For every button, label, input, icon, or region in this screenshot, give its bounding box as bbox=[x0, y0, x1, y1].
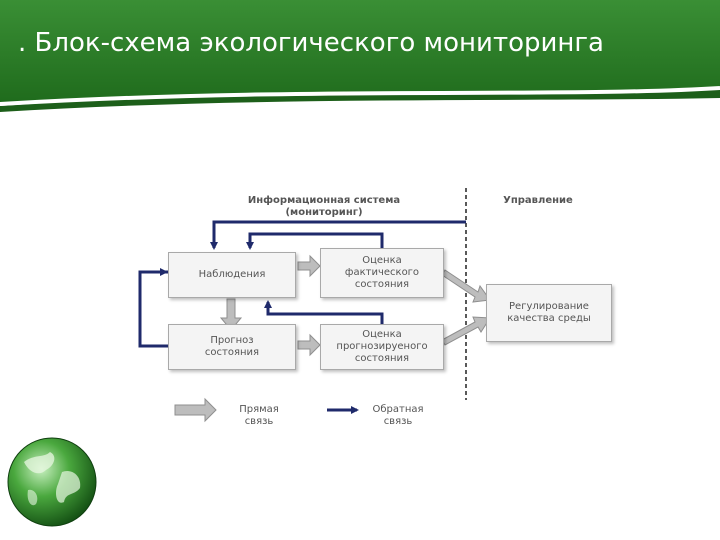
box-regulation: Регулирование качества среды bbox=[486, 284, 612, 342]
header-background bbox=[0, 0, 720, 112]
legend-feedback-label: Обратная связь bbox=[372, 404, 424, 427]
feedback-arrow-top-inner bbox=[246, 232, 384, 250]
control-label: Управление bbox=[503, 195, 573, 206]
header-banner: . Блок-схема экологического мониторинга bbox=[0, 0, 720, 112]
direct-arrow-actual-to-regulation bbox=[441, 269, 491, 303]
box-observation: Наблюдения bbox=[168, 252, 296, 298]
legend-direct-arrow-icon bbox=[174, 397, 217, 423]
direct-arrow-forecast-to-regulation bbox=[441, 316, 491, 346]
info-system-label: Информационная система (мониторинг) bbox=[247, 195, 401, 218]
box-actual-assessment: Оценка фактического состояния bbox=[320, 248, 444, 298]
feedback-arrow-middle bbox=[264, 300, 384, 324]
globe-icon bbox=[4, 432, 104, 536]
slide-title: . Блок-схема экологического мониторинга bbox=[18, 28, 604, 58]
legend-direct-label: Прямая связь bbox=[239, 404, 279, 427]
direct-arrow-observation-to-assessment bbox=[297, 254, 321, 278]
direct-arrow-forecast-to-assessment bbox=[297, 333, 321, 357]
box-forecast-assessment: Оценка прогнозируеного состояния bbox=[320, 324, 444, 370]
feedback-arrow-left-loop bbox=[138, 270, 170, 348]
box-forecast: Прогноз состояния bbox=[168, 324, 296, 370]
feedback-arrow-top-outer bbox=[210, 220, 466, 250]
